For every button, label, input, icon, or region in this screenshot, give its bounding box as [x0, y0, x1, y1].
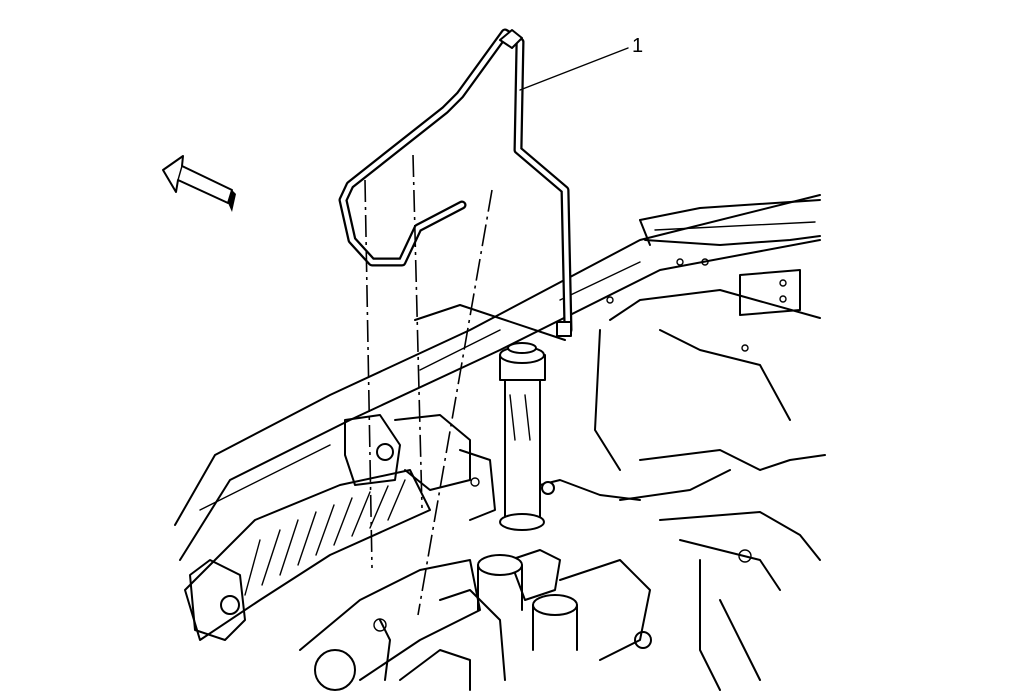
alignment-lines [364, 154, 493, 616]
intake-runners [244, 479, 406, 596]
callout-label-1: 1 [632, 35, 643, 57]
direction-arrow-icon [162, 155, 236, 212]
hose-icon [338, 28, 573, 337]
engine-compartment-structure [174, 194, 826, 691]
callout-leader-line [519, 47, 629, 91]
oil-fill-tube [499, 342, 546, 531]
